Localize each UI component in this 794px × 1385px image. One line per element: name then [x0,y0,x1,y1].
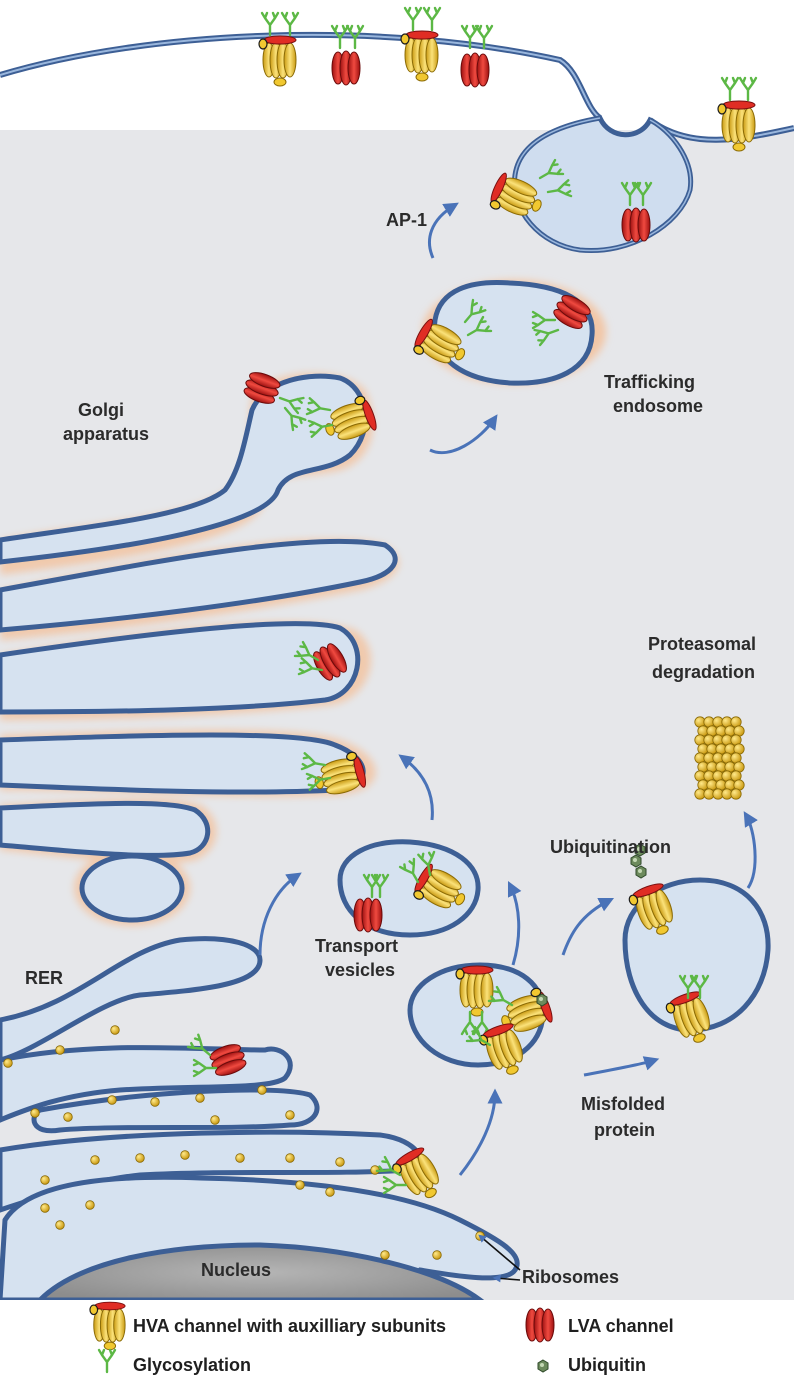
ribosome-dot [257,1085,267,1095]
label-proteasomal-line2: degradation [652,662,755,682]
ribosome-dot [285,1153,295,1163]
ribosome-dot [40,1203,50,1213]
legend-ubiquitin: Ubiquitin [568,1355,646,1375]
legend: HVA channel with auxilliary subunits LVA… [89,1301,674,1375]
lva-channel-icon [525,1307,555,1343]
flow-arrows [258,202,758,1176]
label-transport-line1: Transport [315,936,398,956]
ribosome-dot [335,1157,345,1167]
extracellular-space [0,0,794,140]
label-golgi-line1: Golgi [78,400,124,420]
label-ribosomes: Ribosomes [522,1267,619,1287]
ribosome-dot [55,1220,65,1230]
ribosome-dot [55,1045,65,1055]
label-transport-line2: vesicles [325,960,395,980]
label-trafficking-line2: endosome [613,396,703,416]
label-proteasomal-line1: Proteasomal [648,634,756,654]
ubiquitination-vesicle [622,843,771,1050]
transport-vesicle-lower [407,962,556,1082]
ribosomes [3,1025,485,1260]
rer-and-nucleus [0,936,520,1303]
label-golgi-line2: apparatus [63,424,149,444]
ribosome-dot [432,1250,442,1260]
transport-vesicle-upper [337,839,481,938]
legend-glyco: Glycosylation [133,1355,251,1375]
ribosome-dot [380,1250,390,1260]
ribosome-dot [107,1095,117,1105]
ribosome-dot [63,1112,73,1122]
ribosome-dot [210,1115,220,1125]
ribosome-dot [325,1187,335,1197]
label-misfolded-line2: protein [594,1120,655,1140]
label-trafficking-line1: Trafficking [604,372,695,392]
label-misfolded-line1: Misfolded [581,1094,665,1114]
ribosome-dot [135,1153,145,1163]
ribosome-pointers [478,1234,521,1283]
legend-hva: HVA channel with auxilliary subunits [133,1316,446,1336]
ribosome-dot [110,1025,120,1035]
ribosome-dot [180,1150,190,1160]
label-nucleus: Nucleus [201,1260,271,1280]
ribosome-dot [3,1058,13,1068]
proteasome [694,716,745,800]
label-ap1: AP-1 [386,210,427,230]
golgi-apparatus [0,368,399,926]
legend-lva: LVA channel [568,1316,674,1336]
ribosome-dot [30,1108,40,1118]
legend-background [0,1300,794,1385]
ribosome-dot [90,1155,100,1165]
ribosome-dot [235,1153,245,1163]
proteasome-subunit [730,788,742,800]
ubiquitin-icon [537,1359,549,1373]
ribosome-dot [295,1180,305,1190]
label-rer: RER [25,968,63,988]
ribosome-dot [85,1200,95,1210]
ribosome-dot [195,1093,205,1103]
ribosome-dot [285,1110,295,1120]
label-ubiquitination: Ubiquitination [550,837,671,857]
ribosome-dot [150,1097,160,1107]
trafficking-endosome [409,280,606,386]
ribosome-dot [40,1175,50,1185]
